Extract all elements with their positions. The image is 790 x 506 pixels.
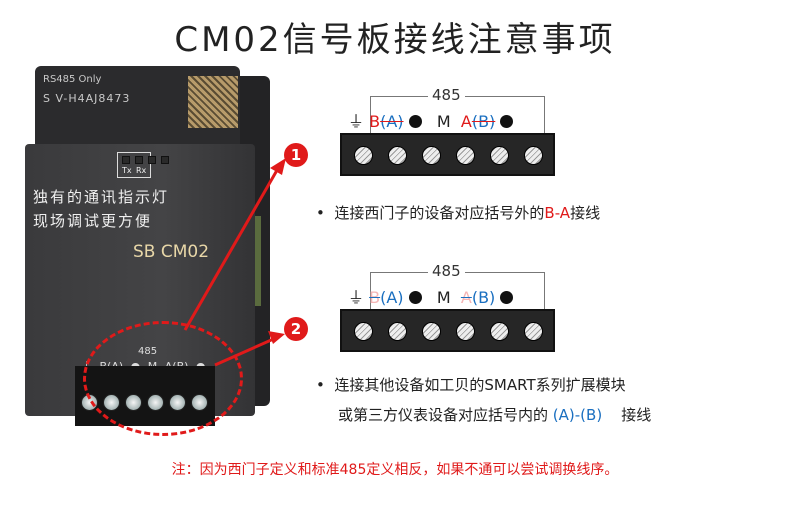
screw: [490, 146, 509, 165]
feature-text-1: 独有的通讯指示灯: [33, 188, 170, 206]
pin-dot: [408, 115, 422, 128]
bullet-standard-line2: 或第三方仪表设备对应括号内的 (A)-(B) 接线: [338, 406, 652, 424]
wiring-diagram-siemens: 485 ⏚ B(A) M A(B): [340, 86, 555, 186]
pin-a: (A): [380, 288, 404, 307]
footnote: 注：因为西门子定义和标准485定义相反，如果不通可以尝试调换线序。: [171, 462, 619, 478]
screw: [524, 322, 543, 341]
feature-text-2: 现场调试更方便: [33, 212, 153, 230]
pin-m: M: [436, 288, 451, 307]
pin-dot: [408, 291, 422, 304]
screw: [490, 322, 509, 341]
led-tx-label: Tx: [122, 166, 132, 175]
led-rx: [135, 156, 143, 164]
terminal-block: [340, 309, 555, 352]
pin-b-struck: (B): [471, 112, 496, 131]
ground-icon: ⏚: [348, 112, 365, 131]
bullet-siemens: • 连接西门子的设备对应括号外的B-A接线: [316, 204, 601, 222]
arrow-1-head: [270, 158, 286, 175]
device-label-rs485: RS485 Only: [43, 74, 102, 85]
device-model: SB CM02: [133, 242, 210, 262]
screw: [388, 322, 407, 341]
page-title: CM02信号板接线注意事项: [174, 20, 616, 60]
screw: [354, 146, 373, 165]
diagram-title: 485: [428, 262, 465, 280]
led-3: [148, 156, 156, 164]
device-serial: S V-H4AJ8473: [43, 92, 131, 105]
pin-labels: ⏚ B(A) M A(B): [348, 108, 514, 132]
pin-b: B: [369, 112, 381, 131]
pin-dot: [500, 291, 514, 304]
diagram-title: 485: [428, 86, 465, 104]
arrow-2-head: [268, 331, 285, 344]
pin-labels: ⏚ B(A) M A(B): [348, 284, 514, 308]
device-top: RS485 Only S V-H4AJ8473: [35, 66, 240, 144]
pin-m: M: [436, 112, 451, 131]
pin-dot: [500, 115, 514, 128]
screw: [422, 146, 441, 165]
pin-a-struck: A: [460, 288, 472, 307]
wiring-diagram-standard: 485 ⏚ B(A) M A(B): [340, 262, 555, 362]
led-tx: [122, 156, 130, 164]
arrow-2-line: [214, 335, 279, 367]
pin-b: (B): [471, 288, 496, 307]
screw: [456, 146, 475, 165]
ground-icon: ⏚: [348, 288, 365, 307]
led-4: [161, 156, 169, 164]
qr-code: [188, 76, 238, 128]
screw: [524, 146, 543, 165]
screw: [422, 322, 441, 341]
screw: [388, 146, 407, 165]
led-highlight-box: [117, 152, 151, 178]
device-pcb-edge: [251, 216, 261, 306]
arrow-1-line: [183, 164, 282, 331]
pin-a-struck: (A): [380, 112, 404, 131]
terminal-block: [340, 133, 555, 176]
led-rx-label: Rx: [136, 166, 147, 175]
screw: [456, 322, 475, 341]
pin-a: A: [460, 112, 472, 131]
screw: [354, 322, 373, 341]
marker-1: 1: [284, 143, 308, 167]
sb-cm02-device-photo: RS485 Only S V-H4AJ8473 Tx Rx 独有的通讯指示灯 现…: [25, 66, 270, 446]
marker-2: 2: [284, 317, 308, 341]
pin-b-struck: B: [369, 288, 381, 307]
bullet-standard: • 连接其他设备如工贝的SMART系列扩展模块: [316, 376, 626, 394]
terminal-highlight-ellipse: [83, 321, 243, 436]
